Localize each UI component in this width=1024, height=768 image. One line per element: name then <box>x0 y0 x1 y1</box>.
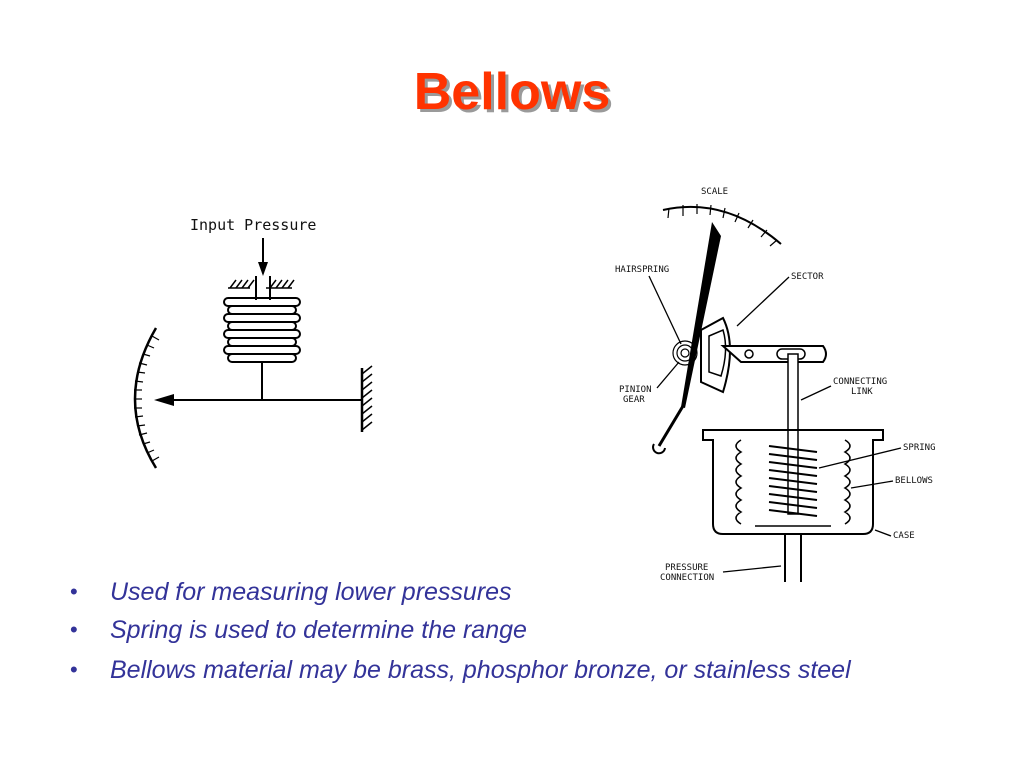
bullet-dot: • <box>70 579 78 604</box>
left-scale <box>133 327 160 469</box>
pinion-label: PINION <box>619 385 652 395</box>
bellows-label: BELLOWS <box>895 476 933 486</box>
bullet-dot: • <box>70 657 78 682</box>
slide-title: Bellows <box>413 63 611 121</box>
bullet-list: • Used for measuring lower pressures • Spr… <box>70 574 851 690</box>
case-label: CASE <box>893 531 915 541</box>
bullet-item: • Spring is used to determine the range <box>70 612 851 650</box>
hairspring-label: HAIRSPRING <box>615 265 669 275</box>
bullet-dot: • <box>70 617 78 642</box>
bullet-item: • Bellows material may be brass, phosphor… <box>70 652 851 690</box>
gauge-pointer <box>681 222 721 408</box>
bullet-text: Bellows material may be brass, phosphor … <box>110 656 851 684</box>
top-fixed-support <box>228 279 295 289</box>
right-gauge-diagram: SCALE HAIRSPRING SECTOR CONNECTING LINK … <box>615 187 936 583</box>
bullet-text: Used for measuring lower pressures <box>110 578 512 606</box>
left-bellows-diagram: Input Pressure <box>133 216 373 469</box>
scale-label: SCALE <box>701 187 728 197</box>
sector-label: SECTOR <box>791 272 824 282</box>
right-scale <box>662 204 782 247</box>
pivot-wall <box>360 365 373 432</box>
bullet-item: • Used for measuring lower pressures <box>70 574 851 612</box>
connection-label: CONNECTION <box>660 573 714 583</box>
gauge-bellows <box>735 439 851 527</box>
gear-label: GEAR <box>623 395 645 405</box>
input-pressure-label: Input Pressure <box>190 216 316 234</box>
connecting-label: CONNECTING <box>833 377 887 387</box>
gauge-spring <box>768 445 818 517</box>
spring-label: SPRING <box>903 443 936 453</box>
bullet-text: Spring is used to determine the range <box>110 616 527 644</box>
bellows-element <box>223 297 301 363</box>
pressure-label: PRESSURE <box>665 563 708 573</box>
hairspring <box>672 340 698 366</box>
gauge-case <box>702 429 884 535</box>
link-label: LINK <box>851 387 873 397</box>
